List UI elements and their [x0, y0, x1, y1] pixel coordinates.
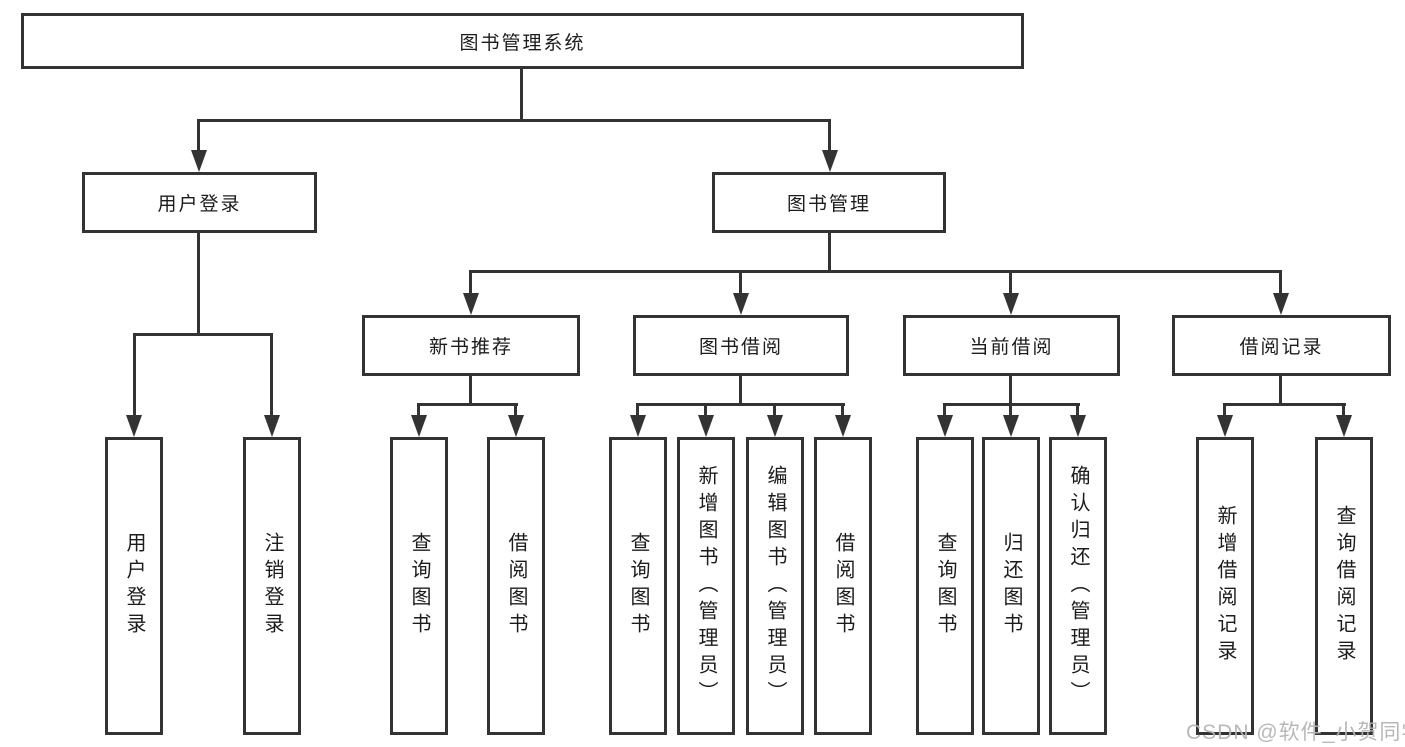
leaf-query-borrow-record: 查询借阅记录: [1315, 437, 1373, 735]
connector-drop: [514, 403, 517, 418]
connector-userlogin-branch: [133, 333, 273, 336]
leaf-label: 查询借阅记录: [1333, 505, 1355, 667]
node-user-login: 用户登录: [82, 172, 317, 233]
leaf-label: 确认归还（管理员）: [1067, 464, 1089, 708]
arrowhead-icon: [264, 415, 280, 437]
arrowhead-icon: [191, 150, 207, 172]
connector-drop: [133, 333, 136, 418]
node-new-book-recommend: 新书推荐: [362, 315, 580, 376]
leaf-label: 归还图书: [1000, 532, 1022, 640]
leaf-confirm-return-admin: 确认归还（管理员）: [1049, 437, 1107, 735]
leaf-borrow-books-1: 借阅图书: [487, 437, 545, 735]
connector-userlogin-stem: [197, 233, 200, 336]
csdn-watermark: CSDN @软件_小贺同学: [1186, 721, 1405, 744]
arrowhead-icon: [1336, 415, 1352, 437]
arrowhead-icon: [1273, 293, 1289, 315]
node-library-system-root: 图书管理系统: [21, 13, 1024, 69]
leaf-logout: 注销登录: [243, 437, 301, 735]
leaf-query-books-2: 查询图书: [609, 437, 667, 735]
connector-root-stem: [520, 68, 523, 121]
connector-newbook-branch: [417, 403, 518, 406]
connector-drop-book-mgmt: [828, 119, 831, 155]
connector-drop: [704, 403, 707, 418]
connector-drop: [943, 403, 946, 418]
leaf-edit-books-admin: 编辑图书（管理员）: [746, 437, 804, 735]
leaf-label: 借阅图书: [505, 532, 527, 640]
connector-drop: [469, 270, 472, 295]
arrowhead-icon: [463, 293, 479, 315]
leaf-borrow-books-2: 借阅图书: [814, 437, 872, 735]
arrowhead-icon: [1217, 415, 1233, 437]
node-label: 图书管理系统: [459, 32, 586, 54]
leaf-label: 新增借阅记录: [1214, 505, 1236, 667]
connector-newbook-stem: [469, 376, 472, 406]
leaf-add-books-admin: 新增图书（管理员）: [677, 437, 735, 735]
node-borrowing-records: 借阅记录: [1172, 315, 1391, 376]
connector-drop: [773, 403, 776, 418]
leaf-query-books-3: 查询图书: [916, 437, 974, 735]
connector-drop: [1009, 403, 1012, 418]
leaf-label: 查询图书: [627, 532, 649, 640]
leaf-user-login: 用户登录: [105, 437, 163, 735]
connector-drop: [1076, 403, 1079, 418]
leaf-label: 注销登录: [261, 532, 283, 640]
leaf-label: 借阅图书: [832, 532, 854, 640]
connector-drop: [739, 270, 742, 295]
node-label: 图书管理: [786, 194, 871, 215]
node-label: 用户登录: [157, 194, 242, 215]
connector-drop: [1223, 403, 1226, 418]
arrowhead-icon: [1003, 293, 1019, 315]
arrowhead-icon: [698, 415, 714, 437]
connector-current-stem: [1009, 376, 1012, 406]
arrowhead-icon: [835, 415, 851, 437]
connector-bookmgmt-branch: [469, 270, 1282, 273]
connector-root-branch: [197, 119, 831, 122]
connector-drop-user-login: [197, 119, 200, 155]
leaf-label: 用户登录: [123, 532, 145, 640]
node-current-borrowing: 当前借阅: [903, 315, 1120, 376]
arrowhead-icon: [411, 415, 427, 437]
arrowhead-icon: [630, 415, 646, 437]
node-label: 借阅记录: [1239, 337, 1324, 358]
connector-drop: [841, 403, 844, 418]
leaf-return-books: 归还图书: [982, 437, 1040, 735]
leaf-label: 查询图书: [934, 532, 956, 640]
arrowhead-icon: [1003, 415, 1019, 437]
arrowhead-icon: [733, 293, 749, 315]
connector-borrowing-stem: [739, 376, 742, 406]
arrowhead-icon: [937, 415, 953, 437]
node-book-borrowing: 图书借阅: [633, 315, 849, 376]
node-label: 新书推荐: [428, 337, 513, 358]
connector-bookmgmt-stem: [828, 233, 831, 273]
connector-drop: [1009, 270, 1012, 295]
arrowhead-icon: [1070, 415, 1086, 437]
connector-records-branch: [1223, 403, 1346, 406]
arrowhead-icon: [822, 150, 838, 172]
leaf-label: 查询图书: [408, 532, 430, 640]
connector-drop: [270, 333, 273, 418]
leaf-label: 编辑图书（管理员）: [764, 464, 786, 708]
leaf-query-books-1: 查询图书: [390, 437, 448, 735]
connector-drop: [636, 403, 639, 418]
leaf-add-borrow-record: 新增借阅记录: [1196, 437, 1254, 735]
connector-drop: [1342, 403, 1345, 418]
arrowhead-icon: [767, 415, 783, 437]
arrowhead-icon: [126, 415, 142, 437]
arrowhead-icon: [508, 415, 524, 437]
leaf-label: 新增图书（管理员）: [695, 464, 717, 708]
node-label: 图书借阅: [698, 337, 783, 358]
node-book-management: 图书管理: [712, 172, 946, 233]
connector-drop: [1279, 270, 1282, 295]
node-label: 当前借阅: [969, 337, 1054, 358]
connector-records-stem: [1279, 376, 1282, 406]
connector-borrowing-branch: [636, 403, 845, 406]
connector-drop: [417, 403, 420, 418]
